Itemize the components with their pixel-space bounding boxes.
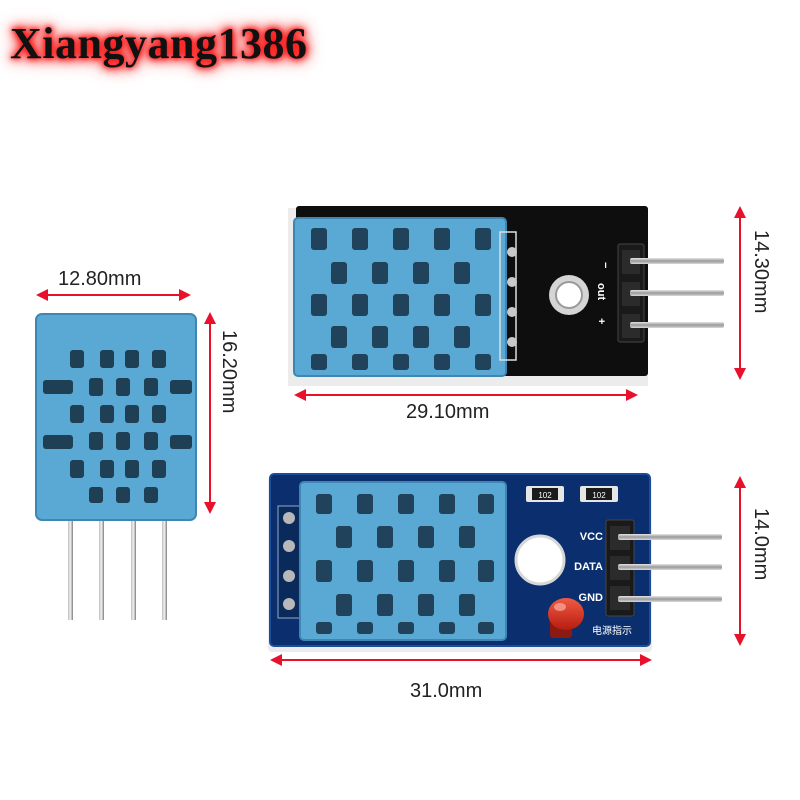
watermark-text: Xiangyang1386 xyxy=(10,19,308,68)
black-width-label: 29.10mm xyxy=(406,401,490,423)
pin-label-vcc: VCC xyxy=(580,531,603,543)
black-height-label: 14.30mm xyxy=(750,230,772,314)
pin-label-plus: + xyxy=(595,318,607,324)
pin-label-data: DATA xyxy=(574,561,603,573)
pin-label-minus: − xyxy=(599,262,611,268)
blue-width-label: 31.0mm xyxy=(410,680,483,702)
pin-label-out: out xyxy=(595,283,607,300)
blue-module xyxy=(268,473,722,652)
power-led-label: 电源指示 xyxy=(592,624,632,637)
bare-width-label: 12.80mm xyxy=(58,268,142,290)
blue-height-label: 14.0mm xyxy=(750,508,772,581)
bare-sensor xyxy=(35,313,197,620)
resistor-1-label: 102 xyxy=(538,491,552,500)
resistor-2-label: 102 xyxy=(592,491,606,500)
bare-height-label: 16.20mm xyxy=(218,330,240,414)
black-module xyxy=(288,206,724,386)
pin-label-gnd: GND xyxy=(579,592,604,604)
